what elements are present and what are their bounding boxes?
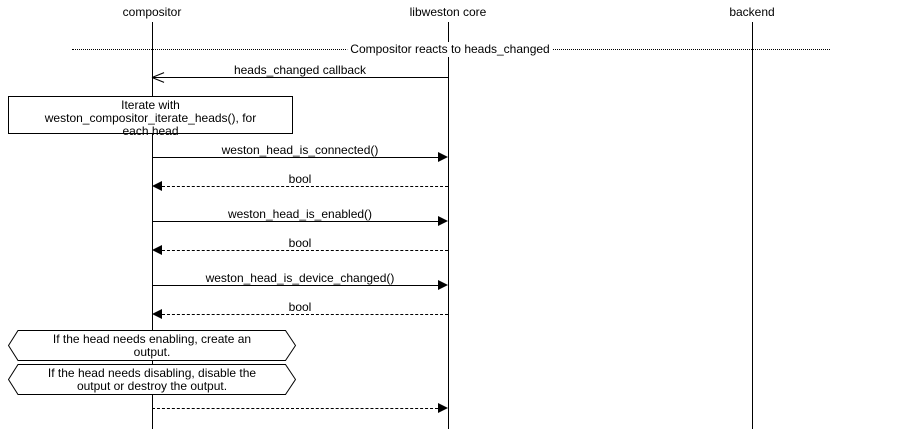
message-line-bool-1 xyxy=(162,186,448,187)
arrowhead-right-filled-icon xyxy=(438,152,448,162)
participant-label-backend: backend xyxy=(729,5,775,19)
condition-line-2: output or destroy the output. xyxy=(76,378,228,393)
note-line-2: weston_compositor_iterate_heads(), for xyxy=(44,111,257,125)
arrowhead-right-filled-icon xyxy=(438,280,448,290)
lifeline-libweston-core xyxy=(448,22,449,429)
arrowhead-left-filled-icon xyxy=(152,245,162,255)
arrowhead-left-filled-icon xyxy=(152,309,162,319)
participant-label-compositor: compositor xyxy=(122,5,182,19)
lifeline-compositor xyxy=(152,22,153,429)
arrowhead-right-filled-icon xyxy=(438,403,448,413)
message-line-weston-head-is-device-changed xyxy=(152,285,438,286)
hexagon-shape-icon xyxy=(8,330,296,361)
condition-line-2: output. xyxy=(133,344,171,359)
lifeline-backend xyxy=(752,22,753,429)
message-label-bool-2: bool xyxy=(288,236,312,250)
condition-line-1: If the head needs disabling, disable the xyxy=(47,365,257,380)
message-line-bool-2 xyxy=(162,250,448,251)
message-line-heads-changed-callback xyxy=(152,77,448,78)
section-divider-label: Compositor reacts to heads_changed xyxy=(347,42,553,57)
message-line-weston-head-is-enabled xyxy=(152,221,438,222)
participant-label-libweston-core: libweston core xyxy=(409,5,487,19)
arrowhead-right-filled-icon xyxy=(438,216,448,226)
condition-line-1: If the head needs enabling, create an xyxy=(52,331,252,346)
note-line-3: each head xyxy=(122,124,179,138)
arrowhead-left-filled-icon xyxy=(152,181,162,191)
message-label-weston-head-is-enabled: weston_head_is_enabled() xyxy=(227,207,373,221)
message-label-weston-head-is-device-changed: weston_head_is_device_changed() xyxy=(205,271,395,285)
note-line-1: Iterate with xyxy=(121,98,180,112)
message-line-final xyxy=(152,408,438,409)
condition-enable-head: If the head needs enabling, create an ou… xyxy=(8,330,296,361)
hexagon-shape-icon xyxy=(8,364,296,395)
message-line-weston-head-is-connected xyxy=(152,157,438,158)
message-label-weston-head-is-connected: weston_head_is_connected() xyxy=(221,143,379,157)
arrowhead-left-open-icon xyxy=(152,70,164,84)
condition-disable-head: If the head needs disabling, disable the… xyxy=(8,364,296,395)
message-label-bool-1: bool xyxy=(288,172,312,186)
message-label-bool-3: bool xyxy=(288,300,312,314)
note-iterate-heads: Iterate with weston_compositor_iterate_h… xyxy=(8,96,293,138)
message-line-bool-3 xyxy=(162,314,448,315)
message-label-heads-changed-callback: heads_changed callback xyxy=(233,63,367,77)
